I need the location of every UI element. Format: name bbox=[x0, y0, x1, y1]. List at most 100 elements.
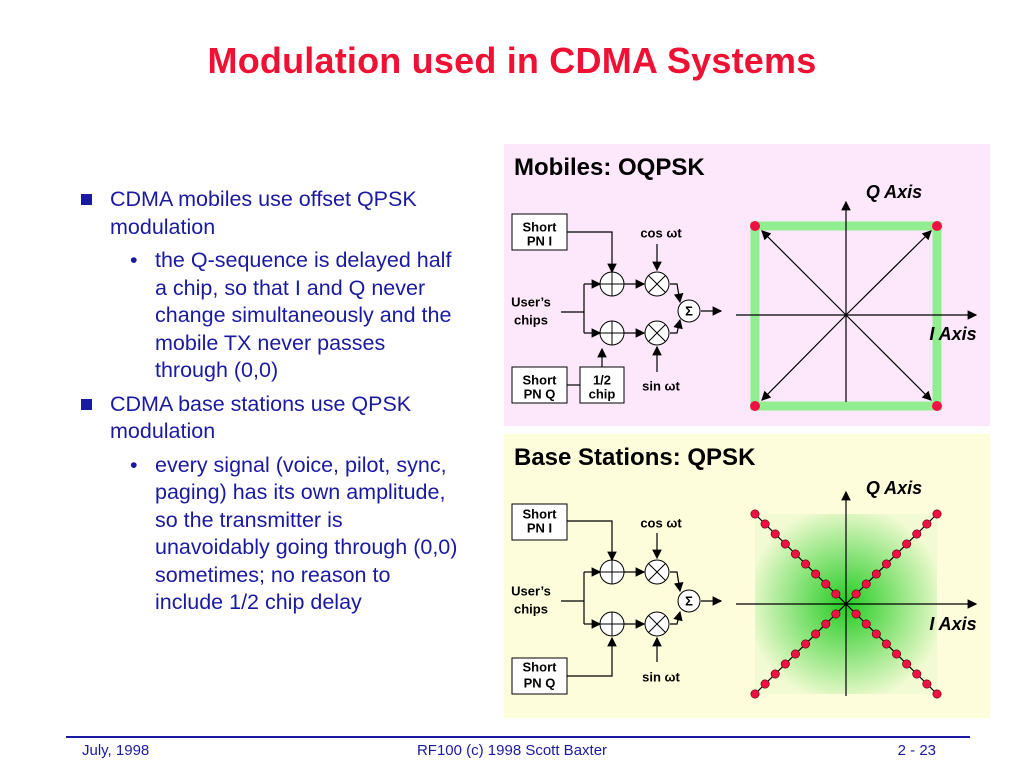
short-pn-i-box bbox=[511, 503, 568, 541]
constellation-point bbox=[801, 639, 811, 649]
sigma-icon: Σ bbox=[685, 304, 693, 319]
constellation-point bbox=[902, 539, 912, 549]
constellation-point bbox=[821, 579, 831, 589]
short-pn-i-box bbox=[511, 213, 568, 251]
constellation-point bbox=[932, 221, 942, 231]
constellation-point bbox=[922, 519, 932, 529]
oqpsk-diagram: Short PN I Short PN Q 1/2 chip User’s ch… bbox=[511, 182, 978, 411]
half-chip-delay-box bbox=[579, 366, 625, 404]
mobiles-oqpsk-panel: Mobiles: OQPSK Short PN I Short PN Q 1/2… bbox=[504, 144, 990, 426]
constellation-point bbox=[861, 579, 871, 589]
constellation-point bbox=[780, 659, 790, 669]
constellation-point bbox=[801, 559, 811, 569]
summer-icon bbox=[677, 589, 701, 613]
bullet-text: the Q-sequence is delayed half a chip, s… bbox=[155, 248, 452, 382]
sin-label: sin ωt bbox=[642, 670, 680, 685]
sigma-icon: Σ bbox=[685, 594, 693, 609]
box-label: 1/2 bbox=[593, 373, 611, 388]
footer-divider bbox=[66, 736, 970, 738]
i-axis-label: I Axis bbox=[929, 614, 976, 634]
short-pn-q-box bbox=[511, 366, 568, 404]
constellation-point bbox=[831, 589, 841, 599]
box-label: PN I bbox=[527, 521, 552, 536]
constellation-point bbox=[881, 639, 891, 649]
users-chips-label: chips bbox=[514, 602, 548, 617]
dot-bullet-icon: • bbox=[130, 248, 138, 272]
square-bullet-icon bbox=[81, 194, 92, 205]
users-chips-label: User’s bbox=[511, 584, 551, 599]
constellation-point bbox=[760, 679, 770, 689]
constellation-point bbox=[912, 529, 922, 539]
users-chips-label: chips bbox=[514, 313, 548, 328]
sub-bullet-item: • every signal (voice, pilot, sync, pagi… bbox=[78, 452, 458, 617]
users-chips-label: User’s bbox=[511, 295, 551, 310]
constellation-point bbox=[760, 519, 770, 529]
box-label: PN I bbox=[527, 234, 552, 249]
box-label: PN Q bbox=[524, 676, 556, 691]
constellation-point bbox=[821, 619, 831, 629]
cos-label: cos ωt bbox=[640, 516, 682, 531]
summer-icon bbox=[677, 299, 701, 323]
bullet-text: CDMA base stations use QPSK modulation bbox=[110, 391, 412, 444]
constellation-point bbox=[932, 509, 942, 519]
i-axis-label: I Axis bbox=[929, 324, 976, 344]
box-label: Short bbox=[523, 507, 558, 522]
constellation-point bbox=[750, 689, 760, 699]
multiply-icon bbox=[648, 275, 666, 293]
q-axis-label: Q Axis bbox=[866, 182, 922, 202]
panel-title: Base Stations: QPSK bbox=[514, 444, 756, 471]
constellation-point bbox=[750, 401, 760, 411]
constellation-point bbox=[770, 529, 780, 539]
constellation-point bbox=[902, 659, 912, 669]
box-label: chip bbox=[589, 387, 616, 402]
constellation-point bbox=[831, 609, 841, 619]
bullet-item: CDMA base stations use QPSK modulation bbox=[78, 391, 458, 446]
constellation-point bbox=[922, 679, 932, 689]
box-label: PN Q bbox=[524, 387, 556, 402]
constellation-point bbox=[750, 509, 760, 519]
panel-title: Mobiles: OQPSK bbox=[514, 154, 705, 181]
constellation-point bbox=[790, 549, 800, 559]
footer-page-number: 2 - 23 bbox=[897, 742, 936, 759]
box-label: Short bbox=[523, 220, 558, 235]
constellation-point bbox=[811, 569, 821, 579]
constellation-point bbox=[912, 669, 922, 679]
multiply-icon bbox=[648, 615, 666, 633]
plus-icon bbox=[600, 321, 624, 345]
constellation-point bbox=[881, 559, 891, 569]
qpsk-diagram: Short PN I Short PN Q User’s chips bbox=[511, 478, 978, 699]
constellation-point bbox=[892, 549, 902, 559]
bullet-list: CDMA mobiles use offset QPSK modulation … bbox=[78, 186, 458, 623]
q-axis-label: Q Axis bbox=[866, 478, 922, 498]
footer-date: July, 1998 bbox=[82, 742, 150, 759]
base-stations-qpsk-panel: Base Stations: QPSK Short PN I Short PN … bbox=[504, 434, 990, 718]
constellation-point bbox=[851, 609, 861, 619]
box-label: Short bbox=[523, 660, 558, 675]
constellation-point bbox=[750, 221, 760, 231]
bullet-text: every signal (voice, pilot, sync, paging… bbox=[155, 452, 458, 615]
constellation-point bbox=[892, 649, 902, 659]
sin-label: sin ωt bbox=[642, 379, 680, 394]
constellation-point bbox=[932, 689, 942, 699]
constellation-point bbox=[790, 649, 800, 659]
constellation-point bbox=[932, 401, 942, 411]
bullet-item: CDMA mobiles use offset QPSK modulation bbox=[78, 186, 458, 241]
constellation-point bbox=[811, 629, 821, 639]
constellation-point bbox=[871, 629, 881, 639]
square-bullet-icon bbox=[81, 398, 92, 410]
multiply-icon bbox=[648, 563, 666, 581]
slide-title: Modulation used in CDMA Systems bbox=[207, 40, 817, 81]
plus-icon bbox=[600, 612, 624, 636]
constellation-point bbox=[770, 669, 780, 679]
constellation-point bbox=[861, 619, 871, 629]
plus-icon bbox=[600, 272, 624, 296]
dot-bullet-icon: • bbox=[130, 452, 138, 477]
multiply-icon bbox=[648, 324, 666, 342]
box-label: Short bbox=[523, 373, 558, 388]
constellation-point bbox=[871, 569, 881, 579]
constellation-point bbox=[851, 589, 861, 599]
constellation-points bbox=[750, 509, 942, 699]
constellation-point bbox=[780, 539, 790, 549]
plus-icon bbox=[600, 560, 624, 584]
bullet-text: CDMA mobiles use offset QPSK modulation bbox=[110, 187, 417, 239]
